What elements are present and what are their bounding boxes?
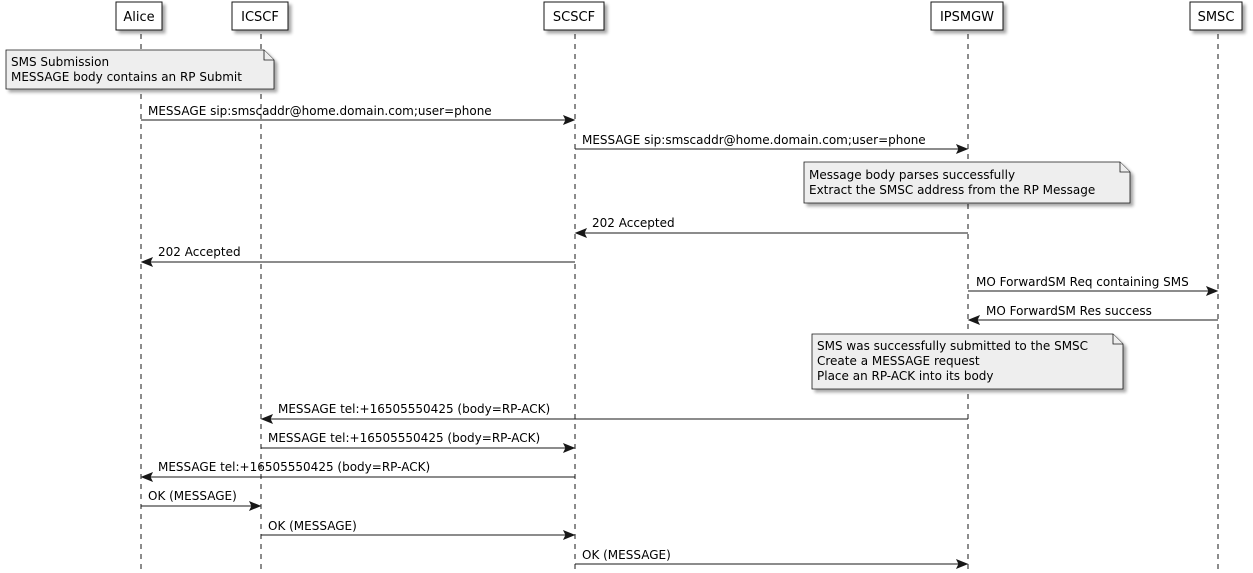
note-line: Message body parses successfully [809, 168, 1015, 182]
participant-label: ICSCF [241, 10, 279, 25]
note-line: SMS was successfully submitted to the SM… [817, 339, 1088, 353]
message-label: MESSAGE tel:+16505550425 (body=RP-ACK) [268, 431, 540, 445]
message-label: 202 Accepted [592, 216, 675, 230]
message-arrow: MO ForwardSM Req containing SMS [968, 275, 1219, 296]
message-arrow: 202 Accepted [140, 245, 575, 267]
message-label: 202 Accepted [158, 245, 241, 259]
participant-label: SMSC [1198, 10, 1235, 25]
participant-label: Alice [123, 10, 154, 25]
message-arrow: MESSAGE sip:smscaddr@home.domain.com;use… [575, 133, 969, 154]
message-arrow: MESSAGE tel:+16505550425 (body=RP-ACK) [260, 402, 968, 424]
note-line: Create a MESSAGE request [817, 354, 980, 368]
participant-scscf: SCSCF [543, 1, 605, 31]
participant-ipsmgw: IPSMGW [930, 1, 1004, 31]
participant-label: SCSCF [553, 10, 595, 25]
note-message-parses: Message body parses successfully Extract… [803, 161, 1131, 204]
message-arrow: MESSAGE sip:smscaddr@home.domain.com;use… [141, 104, 576, 125]
message-arrow: OK (MESSAGE) [261, 519, 576, 540]
note-line: Place an RP-ACK into its body [817, 369, 994, 383]
note-line: Extract the SMSC address from the RP Mes… [809, 183, 1095, 197]
note-sms-submitted: SMS was successfully submitted to the SM… [811, 333, 1124, 390]
message-label: MO ForwardSM Res success [986, 304, 1152, 318]
message-label: OK (MESSAGE) [582, 548, 671, 562]
message-label: MESSAGE tel:+16505550425 (body=RP-ACK) [158, 460, 430, 474]
participant-smsc: SMSC [1189, 1, 1243, 31]
message-arrow: OK (MESSAGE) [575, 548, 969, 569]
message-arrow: MO ForwardSM Res success [967, 304, 1218, 325]
message-arrow: OK (MESSAGE) [141, 489, 262, 511]
message-arrow: 202 Accepted [574, 216, 968, 238]
participant-label: IPSMGW [940, 10, 994, 25]
message-label: MESSAGE sip:smscaddr@home.domain.com;use… [582, 133, 926, 147]
message-arrow: MESSAGE tel:+16505550425 (body=RP-ACK) [261, 431, 576, 453]
message-label: OK (MESSAGE) [268, 519, 357, 533]
message-arrow: MESSAGE tel:+16505550425 (body=RP-ACK) [140, 460, 575, 482]
note-sms-submission: SMS Submission MESSAGE body contains an … [5, 49, 275, 90]
note-line: SMS Submission [11, 55, 109, 69]
message-label: MESSAGE sip:smscaddr@home.domain.com;use… [148, 104, 492, 118]
message-label: MO ForwardSM Req containing SMS [976, 275, 1189, 289]
participant-icscf: ICSCF [231, 1, 289, 31]
message-label: OK (MESSAGE) [148, 489, 237, 503]
note-line: MESSAGE body contains an RP Submit [11, 70, 242, 84]
message-label: MESSAGE tel:+16505550425 (body=RP-ACK) [278, 402, 550, 416]
participant-alice: Alice [115, 1, 163, 31]
